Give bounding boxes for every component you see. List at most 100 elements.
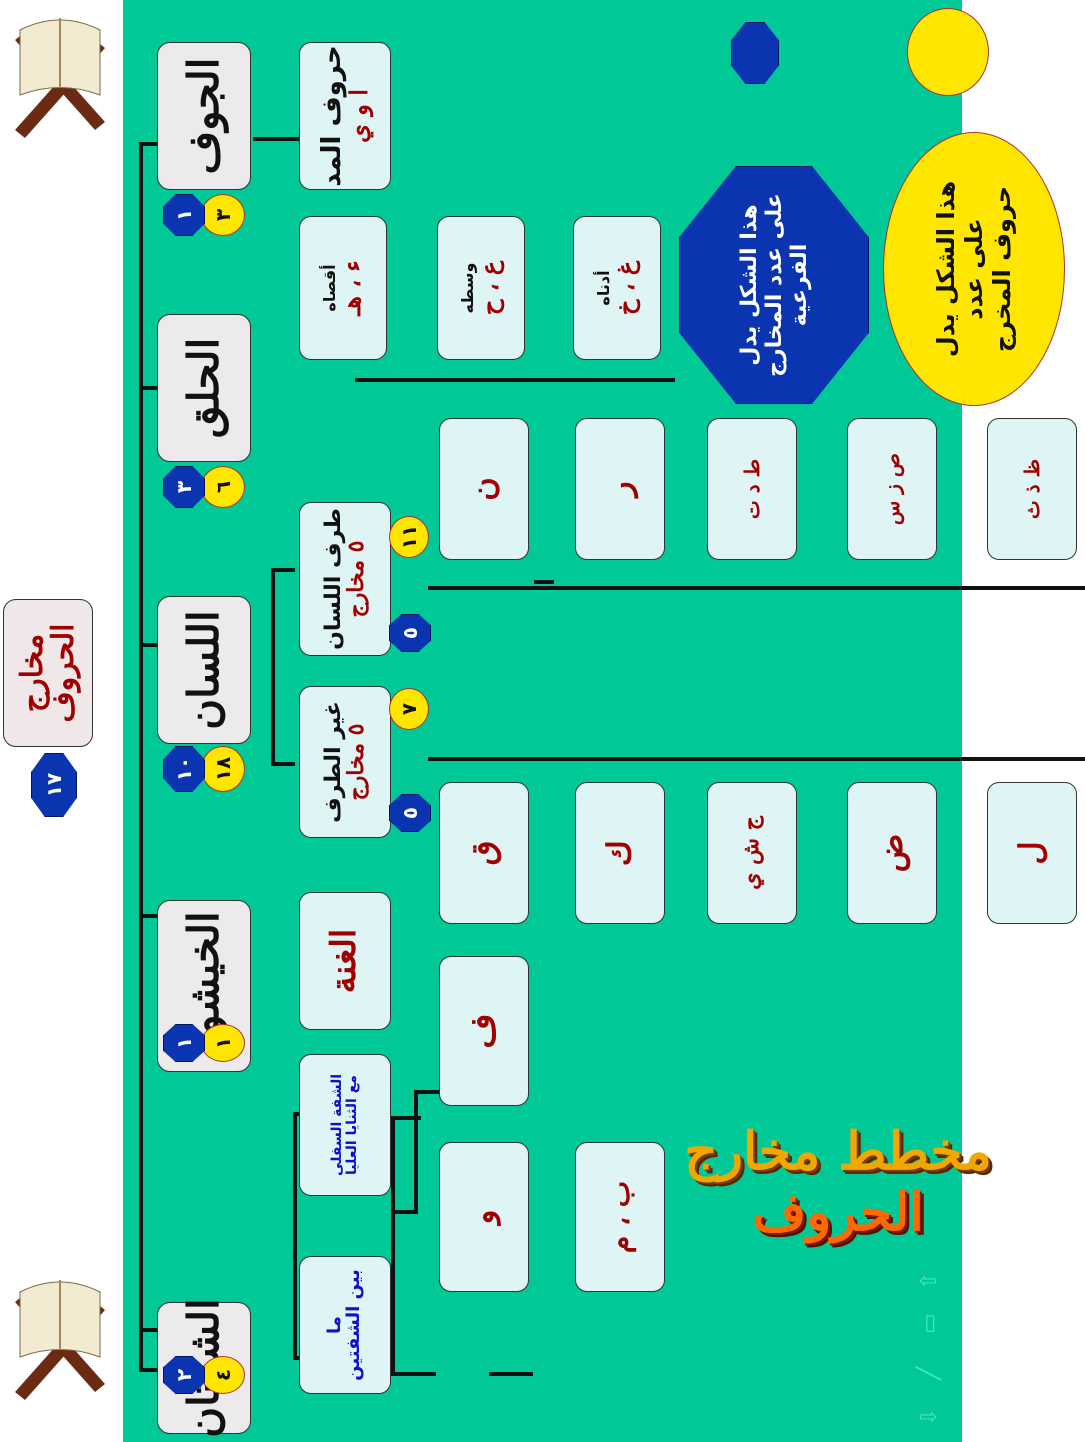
connector (940, 757, 964, 761)
connector (253, 137, 301, 141)
legend-yellow-small (907, 8, 989, 96)
title-art: مخطط مخارج الحروف (678, 1067, 998, 1297)
count: ٤ (211, 1369, 235, 1381)
throat-near-l2: غ ، خ (613, 261, 638, 315)
letter-box: ر (575, 418, 665, 560)
lips-upper-l2: مع الثنايا العليا (345, 1075, 360, 1175)
down-arrow-icon[interactable]: ⇩ (917, 1408, 942, 1426)
letter-box: ن (439, 418, 529, 560)
branch-cavity-yellow: ٣ (201, 194, 245, 236)
letter-box: ب ، م (575, 1142, 665, 1292)
letter: ض (875, 834, 909, 873)
connector (534, 757, 554, 761)
tongue-tip-l2: ٥ مخارج (345, 541, 368, 618)
cavity-box: حروف المد ا و ي (299, 42, 391, 190)
letter-box: ق (439, 782, 529, 924)
count: ١١ (397, 525, 421, 549)
branch-tongue-blue: ١٠ (163, 746, 205, 792)
legend-yellow-l2: على عدد (960, 218, 988, 319)
letter-box: ف (439, 956, 529, 1106)
lips-between-box: ما بين الشفتين (299, 1256, 391, 1394)
letter-box: ظ ذ ث (987, 418, 1077, 560)
branch-throat-blue: ٣ (163, 466, 205, 508)
legend-blue-small (731, 22, 779, 84)
connector (391, 1372, 436, 1376)
pen-icon[interactable]: ╱ (917, 1367, 942, 1380)
letter: ن (467, 477, 501, 501)
tongue-other-blue: ٥ (389, 794, 431, 832)
connector (414, 1090, 441, 1094)
throat-far-box: أقصاه ء ، هـ (299, 216, 387, 360)
slide-icon[interactable]: ▭ (917, 1313, 942, 1334)
tongue-tip-blue: ٥ (389, 614, 431, 652)
branch-cavity: الجوف (157, 42, 251, 190)
connector (800, 757, 824, 761)
count: ١ (211, 1037, 235, 1049)
branch-nasal-yellow: ١ (201, 1024, 245, 1062)
branch-lips-yellow: ٤ (201, 1356, 245, 1394)
count: ٦ (211, 481, 235, 493)
count: ٣ (172, 481, 196, 493)
legend-blue-l3: الفرعية (787, 244, 812, 327)
connector (489, 1372, 533, 1376)
connector (271, 568, 275, 766)
nasal-label: الغنة (327, 929, 363, 994)
root-box: مخارج الحروف (3, 599, 93, 747)
title-line-1: مخطط مخارج (684, 1121, 991, 1182)
legend-blue-octagon: هذا الشكل يدل على عدد المخارج الفرعية (679, 166, 869, 404)
letter-box: و (439, 1142, 529, 1292)
connector (355, 378, 675, 382)
branch-throat-yellow: ٦ (201, 466, 245, 508)
letter-box: ج ش ي (707, 782, 797, 924)
connector (391, 1116, 395, 1376)
root-label-2: الحروف (48, 624, 80, 723)
letter: ك (603, 840, 637, 866)
diagram-canvas: مخارج الحروف ١٧ الشفتان ٤ ٢ الخيشوم ١ ١ … (123, 0, 962, 1442)
cavity-l2: ا و ي (346, 89, 371, 143)
connector (534, 580, 554, 584)
tongue-tip-box: طرف اللسان ٥ مخارج (299, 502, 391, 656)
count: ٧ (397, 703, 421, 715)
count: ١ (172, 209, 196, 221)
lips-between-l2: بين الشفتين (345, 1269, 364, 1381)
connector (271, 568, 295, 572)
letter: ظ ذ ث (1022, 459, 1043, 519)
letter: ق (467, 841, 501, 866)
count: ١ (172, 1037, 196, 1049)
throat-near-box: أدناه غ ، خ (573, 216, 661, 360)
connector (391, 1210, 414, 1214)
throat-mid-box: وسطه ع ، ح (437, 216, 525, 360)
letter: ص ز س (882, 453, 903, 525)
legend-yellow-l1: هذا الشكل يدل (932, 181, 960, 357)
throat-far-l2: ء ، هـ (339, 260, 364, 315)
nasal-box: الغنة (299, 892, 391, 1030)
branch-cavity-label: الجوف (182, 58, 226, 175)
connector (293, 1112, 297, 1360)
branch-tongue: اللسان (157, 596, 251, 744)
letter: ط د ت (742, 459, 763, 519)
quran-stand-image (0, 0, 123, 170)
throat-mid-l2: ع ، ح (477, 261, 502, 315)
root-count: ١٧ (42, 773, 66, 797)
quran-stand-image (0, 1262, 123, 1432)
up-arrow-icon[interactable]: ⇧ (917, 1272, 942, 1290)
connector (139, 142, 143, 1372)
letter-box: ص ز س (847, 418, 937, 560)
count: ٣ (211, 209, 235, 221)
count: ١٨ (211, 757, 235, 781)
tongue-tip-yellow: ١١ (389, 516, 429, 558)
legend-yellow-ellipse: هذا الشكل يدل على عدد حروف المخرج (883, 132, 1065, 406)
letter: ف (466, 1013, 502, 1048)
tongue-other-l2: ٥ مخارج (345, 724, 368, 801)
letter: ل (1015, 841, 1049, 864)
cavity-l1: حروف المد (319, 45, 346, 186)
branch-tongue-label: اللسان (182, 610, 226, 729)
tongue-other-box: غير الطرف ٥ مخارج (299, 686, 391, 838)
title-line-2: الحروف (752, 1182, 924, 1243)
branch-throat-label: الحلق (182, 338, 226, 439)
letter-box: ك (575, 782, 665, 924)
connector (428, 586, 1085, 590)
branch-tongue-yellow: ١٨ (201, 746, 245, 792)
tongue-other-yellow: ٧ (389, 688, 429, 730)
